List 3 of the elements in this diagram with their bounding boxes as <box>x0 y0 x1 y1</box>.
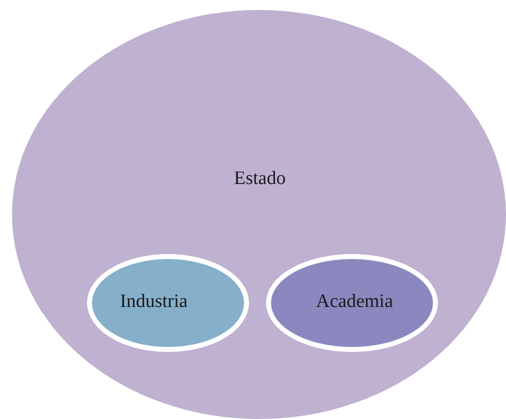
node-label: Industria <box>120 291 188 313</box>
node-label: Academia <box>316 291 394 313</box>
node-label: Estado <box>234 168 286 190</box>
